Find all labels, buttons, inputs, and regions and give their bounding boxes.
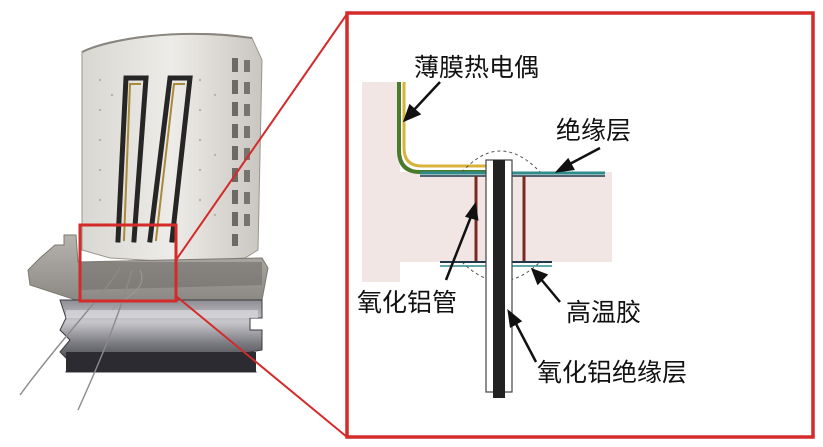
label-high-temp-adhesive: 高温胶 (566, 298, 642, 327)
adhesive-arc-top (461, 150, 541, 173)
highlight-box (78, 223, 178, 303)
surface-texture (98, 78, 217, 227)
lead-wire-2 (77, 269, 133, 411)
label-alumina-tube: 氧化铝管 (357, 288, 458, 317)
label-arrows (402, 81, 601, 363)
thermocouple-film-green (397, 82, 500, 174)
thermocouple-strips (115, 75, 193, 243)
label-thin-film-thermocouple: 薄膜热电偶 (414, 53, 540, 82)
connector-line-bottom (175, 295, 348, 438)
platform-shadow (80, 262, 262, 290)
label-alumina-insulation-layer: 氧化铝绝缘层 (537, 358, 688, 387)
root-bottom-band (66, 352, 256, 372)
electrode-wire (493, 160, 505, 398)
turbine-blade-photo (19, 32, 269, 411)
cross-section-diagram (345, 11, 815, 439)
label-insulation-layer: 绝缘层 (556, 116, 632, 145)
connector-line-top (175, 13, 348, 261)
blade-top-edge (81, 32, 253, 53)
lead-wire-1 (19, 267, 121, 396)
root-highlight (66, 310, 258, 318)
thermocouple-film-yellow (402, 82, 500, 168)
lead-wire-3 (111, 269, 143, 311)
